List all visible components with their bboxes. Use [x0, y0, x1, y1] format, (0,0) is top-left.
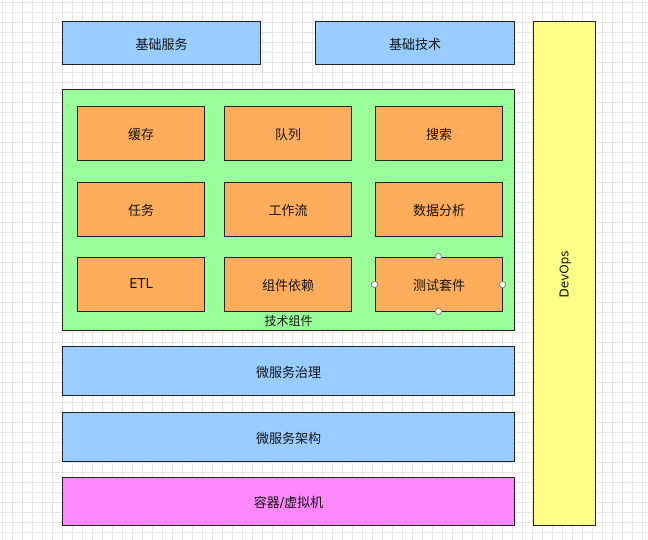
test-suite-box[interactable]: 测试套件: [375, 257, 503, 312]
microservice-governance-box[interactable]: 微服务治理: [62, 346, 515, 396]
basic-services-box[interactable]: 基础服务: [62, 21, 261, 65]
container-vm-label: 容器/虚拟机: [253, 496, 324, 511]
microservice-architecture-box[interactable]: 微服务架构: [62, 412, 515, 462]
basic-technology-box[interactable]: 基础技术: [315, 21, 515, 65]
resize-handle-bottom[interactable]: [435, 308, 442, 315]
data-analysis-box[interactable]: 数据分析: [375, 182, 503, 237]
basic-technology-label: 基础技术: [388, 37, 441, 53]
workflow-label: 工作流: [268, 204, 308, 219]
basic-services-label: 基础服务: [135, 37, 188, 53]
etl-box[interactable]: ETL: [77, 257, 205, 312]
search-label: 搜索: [425, 128, 452, 143]
container-vm-box[interactable]: 容器/虚拟机: [62, 477, 515, 526]
etl-label: ETL: [129, 277, 153, 292]
task-box[interactable]: 任务: [77, 182, 205, 237]
resize-handle-left[interactable]: [371, 281, 378, 288]
cache-box[interactable]: 缓存: [77, 106, 205, 161]
queue-box[interactable]: 队列: [224, 106, 352, 161]
workflow-box[interactable]: 工作流: [224, 182, 352, 237]
tech-components-label: 技术组件: [264, 314, 313, 328]
data-analysis-label: 数据分析: [412, 204, 465, 219]
microservice-governance-label: 微服务治理: [255, 365, 321, 381]
devops-box[interactable]: DevOps: [533, 21, 596, 526]
microservice-architecture-label: 微服务架构: [255, 431, 321, 447]
component-dependency-box[interactable]: 组件依赖: [224, 257, 352, 312]
component-dependency-label: 组件依赖: [261, 279, 314, 294]
queue-label: 队列: [274, 128, 301, 143]
search-box[interactable]: 搜索: [375, 106, 503, 161]
resize-handle-right[interactable]: [499, 281, 506, 288]
cache-label: 缓存: [127, 128, 154, 143]
test-suite-label: 测试套件: [412, 279, 465, 294]
resize-handle-top[interactable]: [435, 253, 442, 260]
devops-label: DevOps: [557, 249, 572, 298]
task-label: 任务: [127, 204, 154, 219]
